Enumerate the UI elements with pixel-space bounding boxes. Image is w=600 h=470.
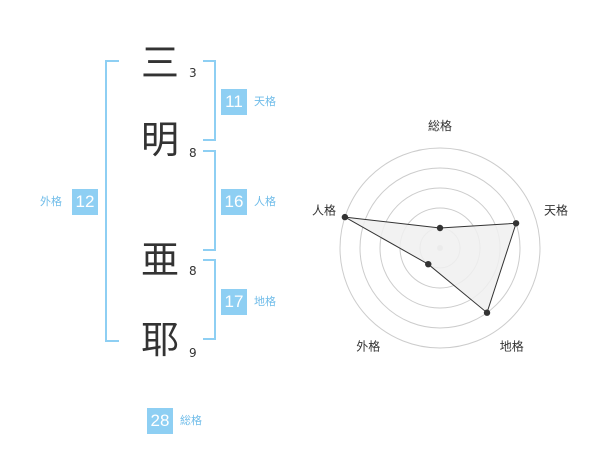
radar-ring xyxy=(339,147,541,349)
radar-ring xyxy=(359,167,521,329)
name-char-1: 三 xyxy=(140,41,179,85)
stroke-count-4: 9 xyxy=(189,346,197,360)
radar-axis-label: 地格 xyxy=(500,339,524,354)
tenkaku-label: 天格 xyxy=(254,95,276,108)
name-char-3: 亜 xyxy=(140,238,179,282)
radar-axis-label: 総格 xyxy=(428,118,452,133)
jinkaku-bracket xyxy=(203,150,216,251)
stroke-count-3: 8 xyxy=(189,264,197,278)
name-char-4: 耶 xyxy=(140,318,179,362)
jinkaku-badge: 16 xyxy=(221,189,247,215)
tenkaku-bracket xyxy=(203,60,216,141)
tenkaku-badge: 11 xyxy=(221,89,247,115)
soukaku-label: 総格 xyxy=(180,414,202,427)
gaikaku-label: 外格 xyxy=(40,195,62,208)
radar-point-1 xyxy=(436,224,444,232)
radar-point-4 xyxy=(425,260,432,268)
soukaku-badge: 28 xyxy=(147,408,173,434)
chikaku-bracket xyxy=(203,259,216,340)
gaikaku-badge: 12 xyxy=(72,189,98,215)
radar-axis-label: 人格 xyxy=(312,202,336,217)
radar-point-2 xyxy=(512,220,520,227)
name-char-2: 明 xyxy=(140,118,179,162)
chikaku-label: 地格 xyxy=(254,295,276,308)
radar-axis-label: 天格 xyxy=(544,202,568,217)
radar-point-5 xyxy=(341,213,349,221)
jinkaku-label: 人格 xyxy=(254,195,276,208)
chikaku-badge: 17 xyxy=(221,289,247,315)
radar-data xyxy=(341,213,520,316)
stroke-count-1: 3 xyxy=(189,66,197,80)
gaikaku-bracket xyxy=(105,60,119,342)
stroke-count-2: 8 xyxy=(189,146,197,160)
radar-axis-label: 外格 xyxy=(356,339,380,354)
radar-point-3 xyxy=(483,309,491,316)
